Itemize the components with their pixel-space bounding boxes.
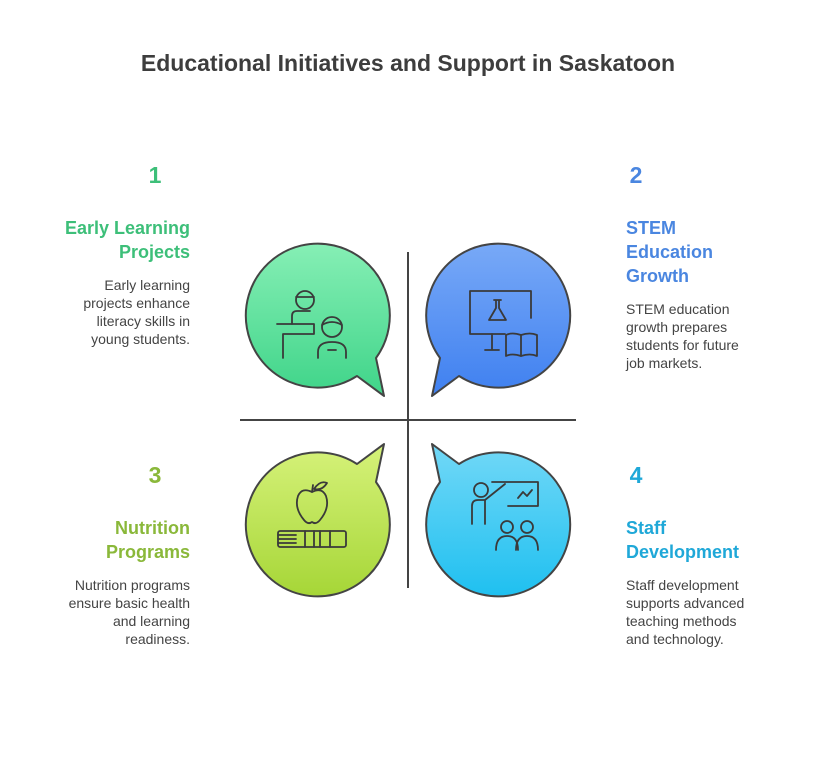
- apple-books-icon: [277, 481, 347, 548]
- item-1-heading-line: Projects: [118, 242, 190, 262]
- item-2-description: STEM education growth prepares students …: [626, 300, 796, 372]
- bubble-3: [244, 443, 391, 598]
- item-4-heading-line: Development: [626, 542, 740, 562]
- item-1-number: 1: [148, 162, 162, 188]
- item-3-desc-line: readiness.: [125, 631, 190, 647]
- item-4-heading: Staff Development: [626, 516, 796, 564]
- item-2-heading-line: Education: [626, 242, 714, 262]
- item-1-heading-line: Early Learning: [64, 218, 190, 238]
- item-3-heading: Nutrition Programs: [20, 516, 190, 564]
- item-1-desc-line: literacy skills in: [96, 313, 190, 329]
- item-2-desc-line: STEM education: [626, 301, 730, 317]
- item-4-desc-line: supports advanced: [626, 595, 745, 611]
- item-4-desc-line: Staff development: [626, 577, 739, 593]
- item-3-desc-line: Nutrition programs: [74, 577, 190, 593]
- item-2-heading-line: STEM: [626, 218, 677, 238]
- item-2-number: 2: [629, 162, 643, 188]
- item-3-desc-line: ensure basic health: [68, 595, 190, 611]
- item-1-desc-line: young students.: [91, 331, 190, 347]
- diagram-title: Educational Initiatives and Support in S…: [140, 50, 676, 76]
- item-3-heading-line: Programs: [105, 542, 190, 562]
- item-4-description: Staff development supports advanced teac…: [626, 576, 796, 648]
- item-4-desc-line: teaching methods: [626, 613, 737, 629]
- item-3-desc-line: and learning: [112, 613, 190, 629]
- bubble-1: [244, 242, 391, 397]
- item-4-desc-line: and technology.: [626, 631, 724, 647]
- monitor-flask-book-icon: [469, 290, 538, 357]
- item-2-heading-line: Growth: [626, 266, 689, 286]
- presenter-audience-icon: [471, 481, 539, 551]
- item-2-desc-line: growth prepares: [626, 319, 728, 335]
- item-2-desc-line: students for future: [626, 337, 739, 353]
- item-1-desc-line: Early learning: [104, 277, 190, 293]
- item-2-heading: STEM Education Growth: [626, 216, 796, 288]
- item-1-description: Early learning projects enhance literacy…: [20, 276, 190, 348]
- item-4-heading-line: Staff: [626, 518, 666, 538]
- item-3-number: 3: [148, 462, 162, 488]
- teacher-student-desk-icon: [276, 290, 347, 359]
- item-3-heading-line: Nutrition: [115, 518, 190, 538]
- item-4-number: 4: [629, 462, 643, 488]
- item-3-description: Nutrition programs ensure basic health a…: [20, 576, 190, 648]
- item-1-heading: Early Learning Projects: [20, 216, 190, 264]
- item-2-desc-line: job markets.: [626, 355, 703, 371]
- item-1-desc-line: projects enhance: [83, 295, 190, 311]
- bubble-4: [425, 443, 572, 598]
